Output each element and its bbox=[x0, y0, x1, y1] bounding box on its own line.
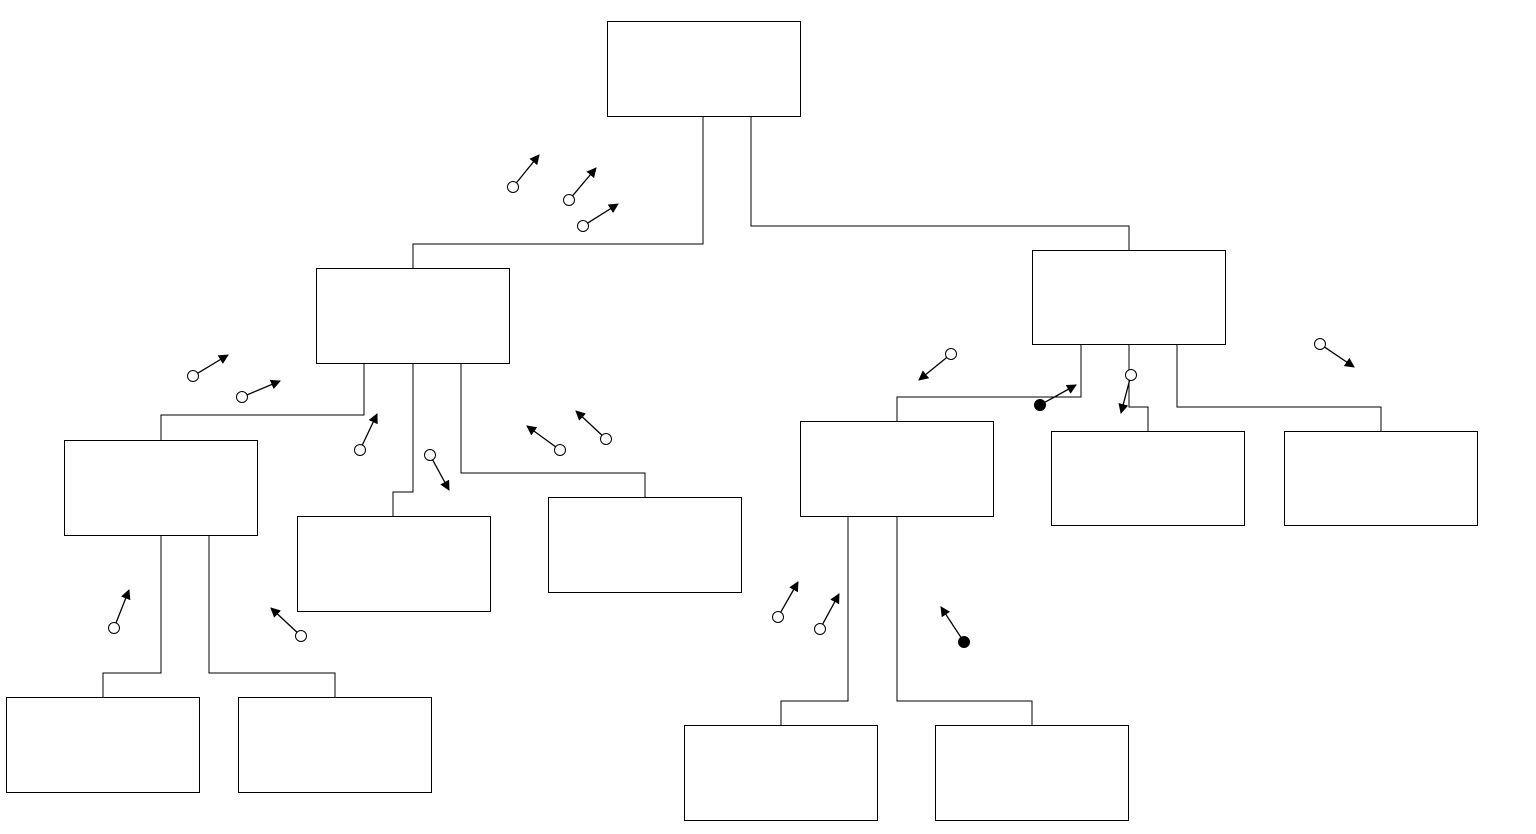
connector-root-to-left bbox=[412, 116, 704, 268]
module-rect bbox=[1032, 250, 1226, 345]
module-box-right-3 bbox=[1284, 431, 1478, 526]
open-circle-icon bbox=[354, 444, 366, 456]
module-box-left-mid bbox=[297, 516, 491, 612]
data-couple-arrow-5 bbox=[236, 379, 281, 403]
open-circle-icon bbox=[772, 611, 784, 623]
module-boxes bbox=[6, 21, 1478, 821]
data-couple-arrow-11 bbox=[270, 607, 307, 642]
module-box-right-1-2 bbox=[935, 725, 1129, 821]
control-couple-arrow-18 bbox=[940, 606, 970, 648]
couple-shaft bbox=[1118, 380, 1131, 414]
data-couple-arrow-12 bbox=[918, 348, 957, 381]
module-box-left-left-2 bbox=[238, 697, 432, 793]
data-couple-arrow-8 bbox=[526, 425, 566, 456]
connector-lines bbox=[102, 116, 1382, 725]
couple-shaft bbox=[918, 356, 948, 381]
couple-shaft bbox=[575, 410, 603, 436]
connector-right-1-to-right-1-2 bbox=[896, 516, 1033, 725]
data-couple-arrow-14 bbox=[1118, 369, 1137, 414]
data-couple-arrow-2 bbox=[563, 167, 597, 206]
module-box-left-left-1 bbox=[6, 697, 200, 793]
connector-left-left-to-left-left-2 bbox=[208, 535, 336, 697]
module-rect bbox=[607, 21, 801, 117]
module-box-left bbox=[316, 268, 510, 364]
module-box-left-left bbox=[64, 440, 258, 536]
module-box-right bbox=[1032, 250, 1226, 345]
open-circle-icon bbox=[563, 194, 575, 206]
couple-shaft bbox=[780, 581, 799, 613]
control-couple-arrow-13 bbox=[1034, 384, 1077, 411]
connector-left-to-left-mid bbox=[392, 363, 414, 516]
open-circle-icon bbox=[554, 444, 566, 456]
data-couple-arrow-10 bbox=[108, 589, 131, 634]
open-circle-icon bbox=[187, 370, 199, 382]
open-circle-icon bbox=[507, 181, 519, 193]
module-box-left-right bbox=[548, 497, 742, 593]
couple-shaft bbox=[515, 154, 540, 184]
module-rect bbox=[548, 497, 742, 593]
couple-arrows bbox=[108, 154, 1355, 648]
module-rect bbox=[316, 268, 510, 364]
data-couple-arrow-1 bbox=[507, 154, 540, 193]
open-circle-icon bbox=[945, 348, 957, 360]
connector-right-to-right-2 bbox=[1128, 344, 1149, 431]
module-rect bbox=[297, 516, 491, 612]
open-circle-icon bbox=[424, 449, 436, 461]
connector-left-left-to-left-left-1 bbox=[102, 535, 162, 697]
couple-shaft bbox=[526, 425, 556, 448]
couple-shaft bbox=[1324, 346, 1355, 368]
open-circle-icon bbox=[108, 622, 120, 634]
data-couple-arrow-7 bbox=[424, 449, 450, 491]
open-circle-icon bbox=[814, 623, 826, 635]
open-circle-icon bbox=[236, 391, 248, 403]
couple-shaft bbox=[572, 167, 597, 197]
data-couple-arrow-6 bbox=[354, 413, 378, 456]
data-couple-arrow-15 bbox=[1314, 338, 1355, 368]
open-circle-icon bbox=[1314, 338, 1326, 350]
connector-root-to-right bbox=[750, 116, 1130, 250]
open-circle-icon bbox=[577, 220, 589, 232]
couple-shaft bbox=[1044, 384, 1077, 403]
couple-shaft bbox=[432, 459, 450, 491]
couple-shaft bbox=[246, 379, 281, 396]
filled-circle-icon bbox=[1034, 399, 1046, 411]
filled-circle-icon bbox=[958, 636, 970, 648]
connector-right-to-right-3 bbox=[1176, 344, 1382, 431]
module-rect bbox=[1284, 431, 1478, 526]
connector-right-to-right-1 bbox=[896, 344, 1082, 421]
couple-shaft bbox=[940, 606, 962, 638]
module-rect bbox=[684, 725, 878, 821]
module-box-root bbox=[607, 21, 801, 117]
connector-left-to-left-right bbox=[460, 363, 646, 497]
module-rect bbox=[6, 697, 200, 793]
open-circle-icon bbox=[295, 630, 307, 642]
data-couple-arrow-16 bbox=[772, 581, 799, 623]
module-rect bbox=[800, 421, 994, 517]
module-rect bbox=[1051, 431, 1245, 526]
module-box-right-1 bbox=[800, 421, 994, 517]
couple-shaft bbox=[115, 589, 131, 624]
connector-left-to-left-left bbox=[160, 363, 365, 440]
module-box-right-2 bbox=[1051, 431, 1245, 526]
open-circle-icon bbox=[1125, 369, 1137, 381]
module-rect bbox=[935, 725, 1129, 821]
data-couple-arrow-4 bbox=[187, 354, 229, 382]
module-rect bbox=[238, 697, 432, 793]
couple-shaft bbox=[361, 413, 378, 446]
data-couple-arrow-9 bbox=[575, 410, 612, 445]
data-couple-arrow-3 bbox=[577, 203, 619, 232]
couple-shaft bbox=[587, 203, 619, 224]
data-couple-arrow-17 bbox=[814, 593, 840, 635]
couple-shaft bbox=[197, 354, 229, 374]
open-circle-icon bbox=[600, 433, 612, 445]
couple-shaft bbox=[822, 593, 840, 625]
couple-shaft bbox=[270, 607, 298, 633]
module-rect bbox=[64, 440, 258, 536]
connector-right-1-to-right-1-1 bbox=[780, 516, 849, 725]
module-box-right-1-1 bbox=[684, 725, 878, 821]
